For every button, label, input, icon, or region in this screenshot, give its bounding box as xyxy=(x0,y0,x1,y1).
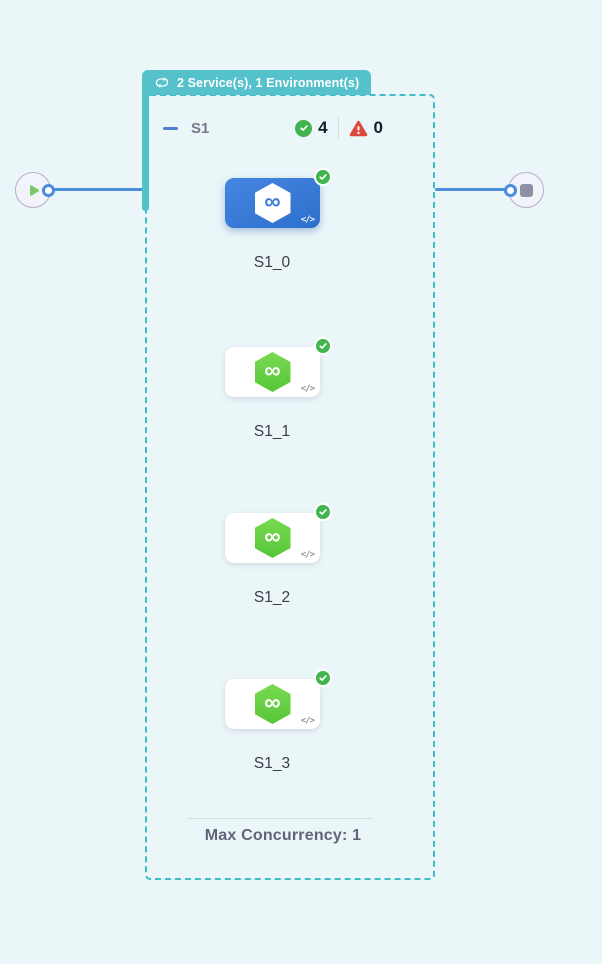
service-node-s1-3[interactable]: ∞ </> xyxy=(225,669,332,729)
node-label: S1_1 xyxy=(253,423,291,440)
service-node-s1-0[interactable]: ∞ </> xyxy=(225,168,332,228)
play-icon xyxy=(26,183,41,198)
stage-summary-label: 2 Service(s), 1 Environment(s) xyxy=(177,75,360,90)
infinity-hexagon-icon: ∞ xyxy=(254,183,291,223)
success-badge-check-icon xyxy=(314,503,332,521)
infinity-hexagon-icon: ∞ xyxy=(254,352,291,392)
stage-status-counts: 4 0 xyxy=(295,117,383,139)
success-count: 4 xyxy=(318,118,328,137)
code-icon: </> xyxy=(300,550,315,560)
collapse-minus-icon[interactable] xyxy=(163,126,178,130)
check-icon xyxy=(295,119,313,137)
code-icon: </> xyxy=(300,215,315,225)
node-label: S1_0 xyxy=(253,254,291,271)
infinity-hexagon-icon: ∞ xyxy=(254,684,291,724)
infinity-hexagon-icon: ∞ xyxy=(254,518,291,558)
stage-header: S1 4 0 xyxy=(147,114,433,142)
stop-icon xyxy=(519,183,533,197)
code-icon: </> xyxy=(300,716,315,726)
service-node-s1-1[interactable]: ∞ </> xyxy=(225,337,332,397)
success-badge-check-icon xyxy=(314,669,332,687)
start-output-port xyxy=(42,184,55,197)
footer-divider xyxy=(187,818,373,819)
edge-start-to-stage xyxy=(48,188,146,191)
success-badge-check-icon xyxy=(314,168,332,186)
stage-group: S1 4 0 ∞ xyxy=(145,94,435,880)
warning-icon xyxy=(349,120,368,137)
edge-stage-to-end xyxy=(435,188,511,191)
max-concurrency-label: Max Concurrency: 1 xyxy=(204,827,362,844)
success-badge-check-icon xyxy=(314,337,332,355)
error-count: 0 xyxy=(373,118,383,137)
node-label: S1_2 xyxy=(253,589,291,606)
code-icon: </> xyxy=(300,384,315,394)
service-node-s1-2[interactable]: ∞ </> xyxy=(225,503,332,563)
end-input-port xyxy=(504,184,517,197)
count-separator xyxy=(337,117,339,139)
stage-input-accent-bar xyxy=(142,94,149,211)
node-label: S1_3 xyxy=(253,755,291,772)
stage-summary-badge[interactable]: 2 Service(s), 1 Environment(s) xyxy=(142,70,372,95)
stage-title: S1 xyxy=(191,119,210,137)
loop-icon xyxy=(154,76,170,89)
